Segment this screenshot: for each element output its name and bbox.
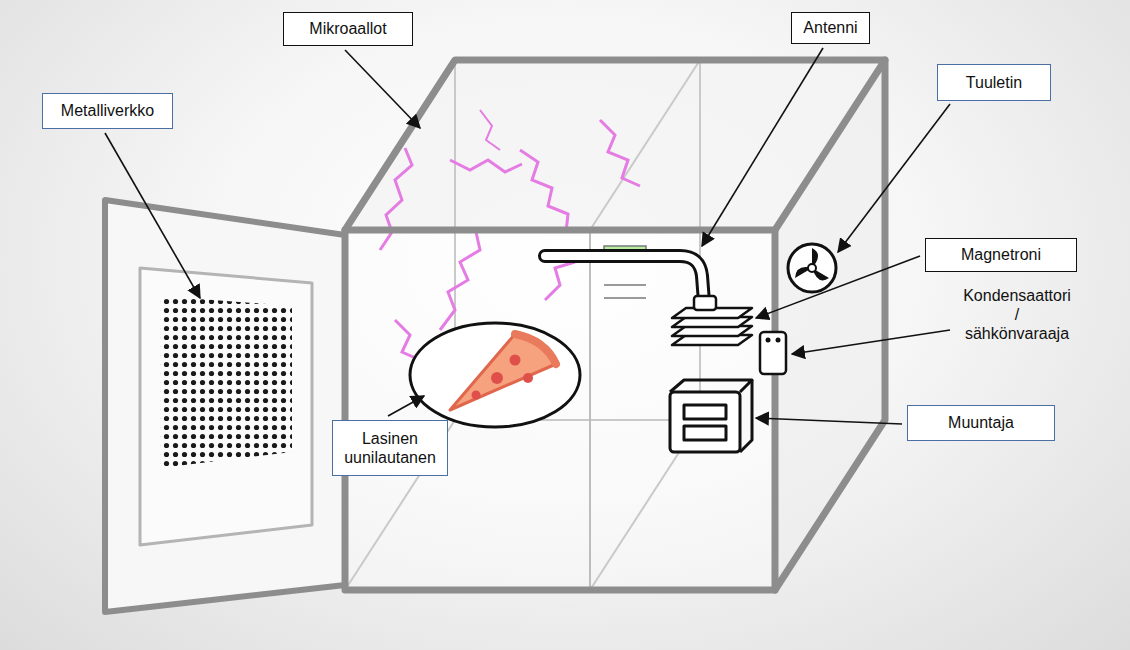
- door-window: [140, 268, 312, 545]
- label-box: Magnetroni: [925, 238, 1077, 272]
- leader-line: [702, 48, 823, 246]
- door: [105, 200, 345, 612]
- transformer: [670, 380, 752, 452]
- housing: [345, 60, 885, 590]
- leader-lines: [105, 48, 950, 424]
- part-name: Mikroaallot: [309, 19, 386, 38]
- part-name: Metalliverkko: [61, 101, 154, 120]
- leader-line: [792, 330, 950, 354]
- leader-line: [756, 256, 920, 318]
- door-panel: [105, 200, 345, 612]
- glass-plate: [410, 323, 580, 427]
- label-box: Antenni: [791, 12, 870, 44]
- part-name: Lasinen uunilautanen: [344, 429, 436, 467]
- leader-line: [345, 50, 420, 128]
- part-name: Antenni: [803, 18, 857, 37]
- part-name: Muuntaja: [948, 413, 1014, 432]
- control-panel: [590, 230, 646, 590]
- antenna: [545, 256, 704, 302]
- front-face: [345, 230, 775, 590]
- housing-outline: [345, 60, 885, 590]
- label-box: Muuntaja: [907, 405, 1055, 441]
- part-name: Tuuletin: [966, 73, 1022, 92]
- metal-mesh: [160, 296, 292, 468]
- inner-edges: [345, 60, 700, 590]
- capacitor: [760, 332, 786, 374]
- leader-line: [838, 104, 950, 252]
- label-box: Mikroaallot: [283, 12, 413, 46]
- magnetron: [672, 296, 752, 345]
- label-box: Metalliverkko: [42, 93, 173, 129]
- leader-line: [105, 133, 200, 298]
- label-box: Lasinen uunilautanen: [332, 420, 448, 476]
- pizza-slice: [450, 334, 556, 410]
- leader-line: [756, 418, 902, 424]
- leader-line: [388, 396, 424, 416]
- part-name: Kondensaattori / sähkönvaraaja: [963, 286, 1071, 344]
- label-box: Tuuletin: [937, 64, 1051, 101]
- part-name: Magnetroni: [961, 245, 1041, 264]
- fan: [788, 244, 836, 292]
